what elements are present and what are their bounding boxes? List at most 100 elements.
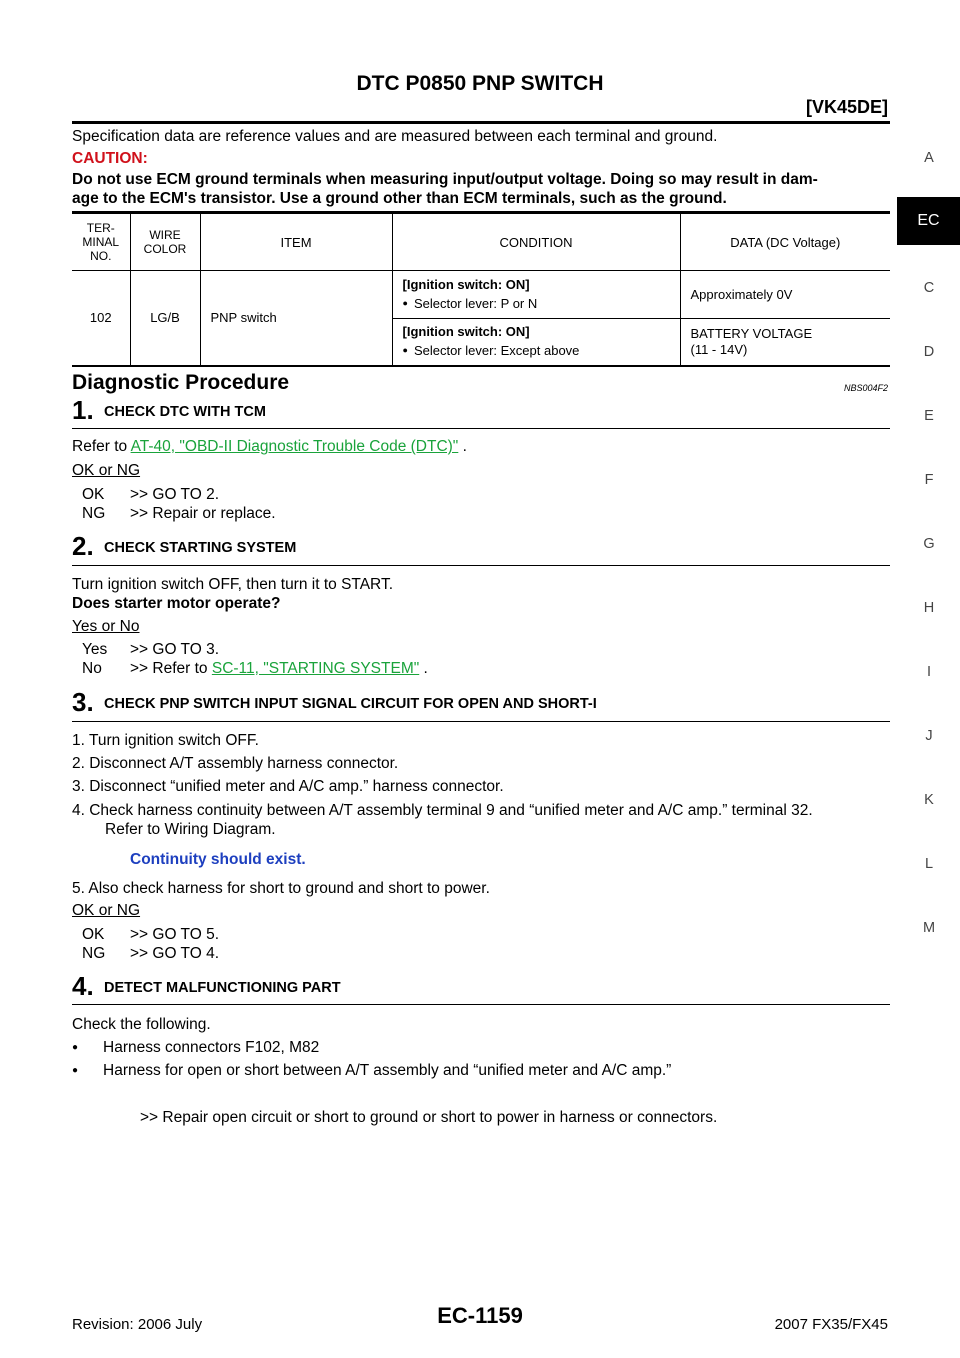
- cell-condition-2: [Ignition switch: ON] Selector lever: Ex…: [392, 318, 681, 366]
- step-4-line-1: Check the following.: [72, 1016, 211, 1033]
- step-4-number: 4.: [72, 971, 94, 1001]
- index-tab-j[interactable]: J: [925, 728, 933, 744]
- step-1-refer-link[interactable]: AT-40, "OBD-II Diagnostic Trouble Code (…: [130, 438, 459, 455]
- step-1-number: 1.: [72, 395, 94, 425]
- index-tab-i[interactable]: I: [926, 664, 932, 680]
- step-1-judge: OK or NG: [72, 462, 141, 479]
- step-3-judge: OK or NG: [72, 902, 141, 919]
- step-2-result-2-suffix: .: [419, 660, 428, 677]
- step-4-rule: [72, 1004, 890, 1005]
- footer-model: 2007 FX35/FX45: [774, 1316, 888, 1333]
- condition-2-item: Selector lever: Except above: [403, 341, 680, 362]
- condition-1-item: Selector lever: P or N: [403, 294, 680, 315]
- header-rule: [72, 121, 890, 124]
- step-3-item-2: 2. Disconnect A/T assembly harness conne…: [72, 755, 399, 772]
- header-terminal-l1: TER-: [86, 221, 115, 235]
- step-2-result-2-key: No: [82, 660, 102, 677]
- procedure-heading: Diagnostic Procedure: [72, 371, 290, 394]
- step-3-result-1-value: >> GO TO 5.: [130, 926, 220, 943]
- step-1-rule: [72, 428, 890, 429]
- step-3-item-5: 5. Also check harness for short to groun…: [72, 880, 490, 897]
- cell-wire-color: LG/B: [130, 270, 201, 366]
- step-2-result-2-link[interactable]: SC-11, "STARTING SYSTEM": [211, 660, 420, 677]
- index-tab-k[interactable]: K: [924, 792, 934, 808]
- step-1-refer-prefix: Refer to: [72, 438, 131, 455]
- step-1-result-1-key: OK: [82, 486, 105, 503]
- index-tab-g[interactable]: G: [923, 536, 935, 552]
- header-terminal-l3: NO.: [90, 249, 112, 263]
- step-3-result-1-key: OK: [82, 926, 105, 943]
- page-title: DTC P0850 PNP SWITCH: [356, 72, 604, 95]
- header-wire: WIRE COLOR: [130, 212, 201, 271]
- index-tab-m[interactable]: M: [922, 920, 936, 936]
- header-wire-l1: WIRE: [149, 228, 181, 242]
- header-terminal: TER- MINAL NO.: [72, 212, 131, 271]
- index-tab-f[interactable]: F: [924, 472, 934, 488]
- step-2-judge: Yes or No: [72, 618, 140, 635]
- step-3-result-2-key: NG: [82, 945, 106, 962]
- procedure-code: NBS004F2: [843, 383, 888, 393]
- header-data: DATA (DC Voltage): [730, 234, 841, 250]
- cell-condition-1: [Ignition switch: ON] Selector lever: P …: [392, 270, 681, 319]
- header-wire-l2: COLOR: [143, 242, 187, 256]
- step-1-refer: Refer to AT-40, "OBD-II Diagnostic Troub…: [72, 437, 467, 456]
- bullet-icon: ●: [72, 1065, 79, 1076]
- header-condition: CONDITION: [392, 212, 681, 271]
- step-3-item-3: 3. Disconnect “unified meter and A/C amp…: [72, 778, 504, 795]
- step-1-result-1-value: >> GO TO 2.: [130, 486, 220, 503]
- cell-terminal: 102: [72, 270, 131, 366]
- step-2-number: 2.: [72, 531, 94, 561]
- step-3-rule: [72, 721, 890, 722]
- index-tab-l[interactable]: L: [924, 856, 934, 872]
- step-3-number: 3.: [72, 687, 94, 717]
- bullet-icon: ●: [72, 1042, 79, 1053]
- data-2-line-1: BATTERY VOLTAGE: [690, 325, 813, 341]
- index-tab-e[interactable]: E: [924, 408, 934, 424]
- step-4-result: >> Repair open circuit or short to groun…: [140, 1109, 718, 1126]
- index-tab-d[interactable]: D: [923, 344, 935, 360]
- step-3-item-4: 4. Check harness continuity between A/T …: [72, 802, 813, 819]
- data-2-line-2: (11 - 14V): [690, 341, 748, 357]
- data-1-line-1: Approximately 0V: [690, 287, 793, 302]
- step-2-line-1: Turn ignition switch OFF, then turn it t…: [72, 576, 394, 593]
- step-2-title: CHECK STARTING SYSTEM: [104, 540, 297, 556]
- step-1-title: CHECK DTC WITH TCM: [104, 404, 266, 420]
- step-3-result-2-value: >> GO TO 4.: [130, 945, 220, 962]
- step-2-result-2-prefix: >> Refer to: [130, 660, 212, 677]
- footer-revision: Revision: 2006 July: [72, 1316, 203, 1333]
- step-1-result-2-key: NG: [82, 505, 106, 522]
- intro-text: Specification data are reference values …: [72, 128, 718, 145]
- step-2-result-1-key: Yes: [82, 641, 108, 658]
- spec-table: TER- MINAL NO. WIRE COLOR ITEM CONDITION…: [72, 211, 890, 367]
- step-1-refer-suffix: .: [458, 438, 467, 455]
- step-2-question: Does starter motor operate?: [72, 595, 281, 612]
- index-tab-ec-active[interactable]: EC: [897, 197, 960, 245]
- cell-item: PNP switch: [200, 270, 393, 366]
- cell-data-1: Approximately 0V: [680, 271, 890, 319]
- header-terminal-l2: MINAL: [82, 235, 120, 249]
- step-2-result-2: >> Refer to SC-11, "STARTING SYSTEM" .: [130, 659, 428, 678]
- index-tab-h[interactable]: H: [923, 600, 935, 616]
- index-tab-c[interactable]: C: [923, 280, 935, 296]
- cell-data-2: BATTERY VOLTAGE (11 - 14V): [680, 319, 890, 366]
- step-3-title: CHECK PNP SWITCH INPUT SIGNAL CIRCUIT FO…: [104, 696, 597, 712]
- condition-2-head: [Ignition switch: ON]: [402, 323, 530, 339]
- header-item: ITEM: [200, 212, 393, 271]
- step-3-spec: Continuity should exist.: [130, 851, 306, 868]
- caution-line-2: age to the ECM's transistor. Use a groun…: [72, 190, 727, 207]
- condition-1-head: [Ignition switch: ON]: [402, 276, 530, 292]
- step-1-result-2-value: >> Repair or replace.: [130, 505, 276, 522]
- footer-page-number: EC-1159: [437, 1303, 523, 1328]
- step-4-bullet-1: ● Harness connectors F102, M82: [72, 1038, 319, 1059]
- step-4-bullet-2: ● Harness for open or short between A/T …: [72, 1061, 671, 1082]
- engine-label: [VK45DE]: [805, 97, 888, 117]
- index-tab-a[interactable]: A: [924, 150, 934, 166]
- step-4-bullet-1-text: Harness connectors F102, M82: [103, 1039, 320, 1056]
- caution-label: CAUTION:: [72, 150, 148, 167]
- step-3-item-1: 1. Turn ignition switch OFF.: [72, 732, 259, 749]
- step-2-rule: [72, 565, 890, 566]
- step-3-item-4-cont: Refer to Wiring Diagram.: [105, 821, 276, 838]
- step-4-title: DETECT MALFUNCTIONING PART: [104, 980, 341, 996]
- caution-line-1: Do not use ECM ground terminals when mea…: [72, 171, 818, 188]
- step-2-result-1-value: >> GO TO 3.: [130, 641, 220, 658]
